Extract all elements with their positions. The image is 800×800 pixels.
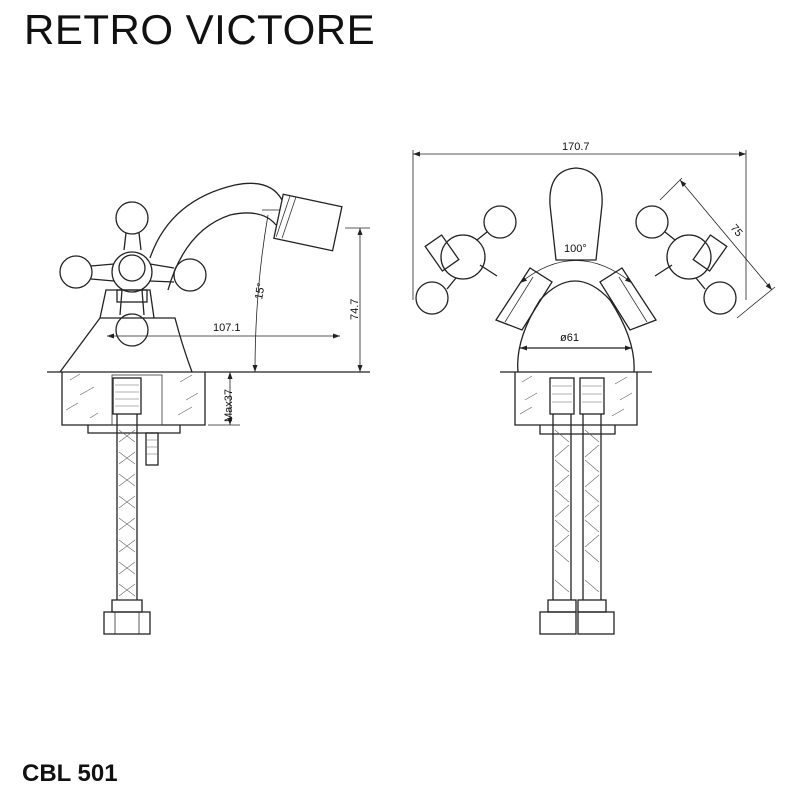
page-title: RETRO VICTORE	[24, 6, 376, 53]
front-supply-hoses	[539, 377, 615, 635]
dim-handle-label: 75	[728, 222, 745, 239]
side-cross-handle	[59, 201, 207, 347]
side-supply-hose	[103, 377, 159, 635]
dim-base-diameter-label: ø61	[560, 332, 579, 344]
dim-reach-label: 107.1	[213, 322, 241, 334]
side-view: 107.1 74.7 15° Max37	[47, 182, 370, 635]
front-countertop	[500, 371, 652, 435]
front-right-cross-handle	[635, 205, 737, 315]
front-view: 170.7 75 100° ø61	[412, 141, 776, 635]
side-countertop	[47, 371, 370, 434]
model-code: CBL 501	[22, 760, 118, 787]
dim-angle-label: 15°	[253, 282, 268, 300]
side-dimensions: 107.1 74.7 15° Max37	[107, 209, 370, 426]
side-faucet-body	[59, 182, 343, 373]
dim-angle-front-label: 100°	[564, 243, 587, 255]
dim-height-label: 74.7	[349, 299, 361, 320]
dim-width-label: 170.7	[562, 141, 590, 153]
dim-max-thickness-label: Max37	[223, 389, 235, 422]
front-dimensions: 170.7 75 100° ø61	[412, 141, 776, 351]
front-left-cross-handle	[415, 205, 517, 315]
